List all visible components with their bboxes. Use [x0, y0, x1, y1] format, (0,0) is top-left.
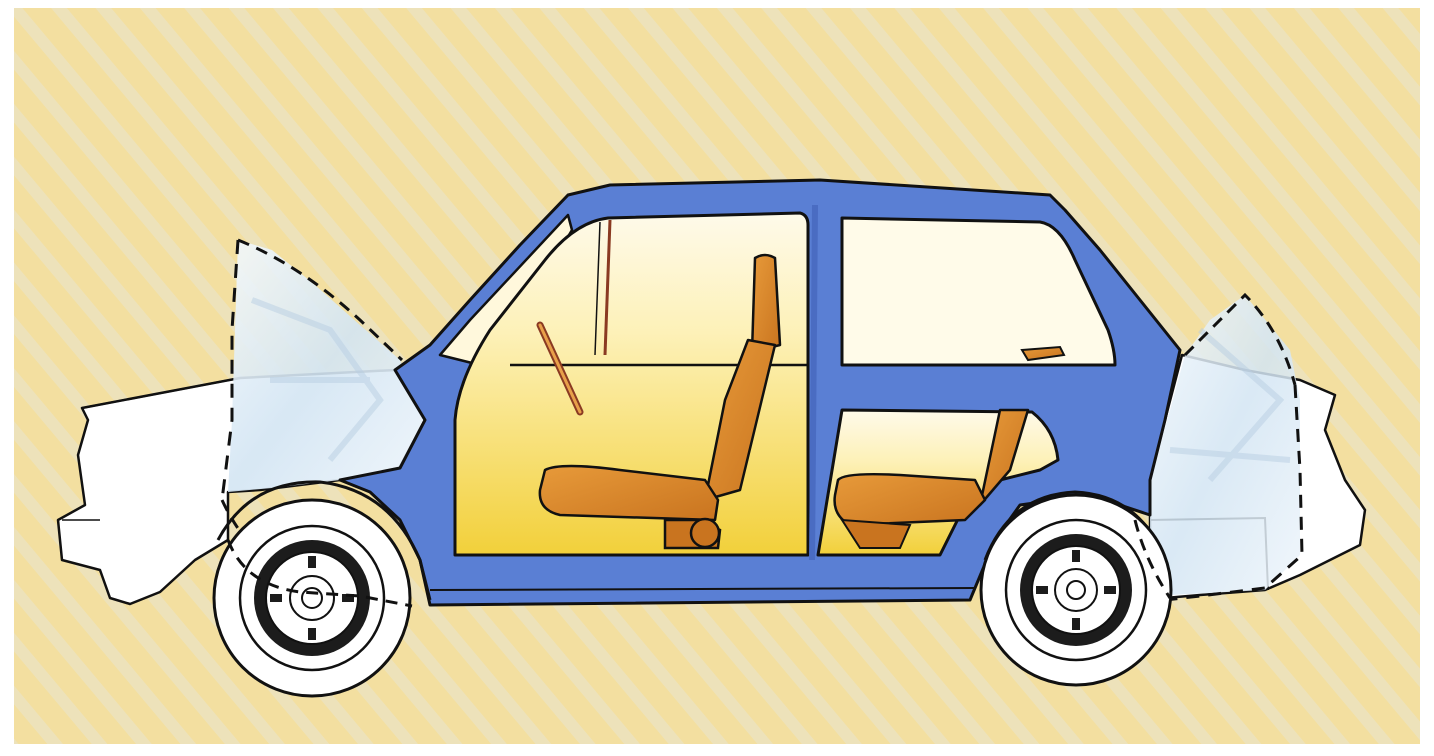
rear-wheel [981, 495, 1171, 685]
front-wheel [214, 500, 410, 696]
